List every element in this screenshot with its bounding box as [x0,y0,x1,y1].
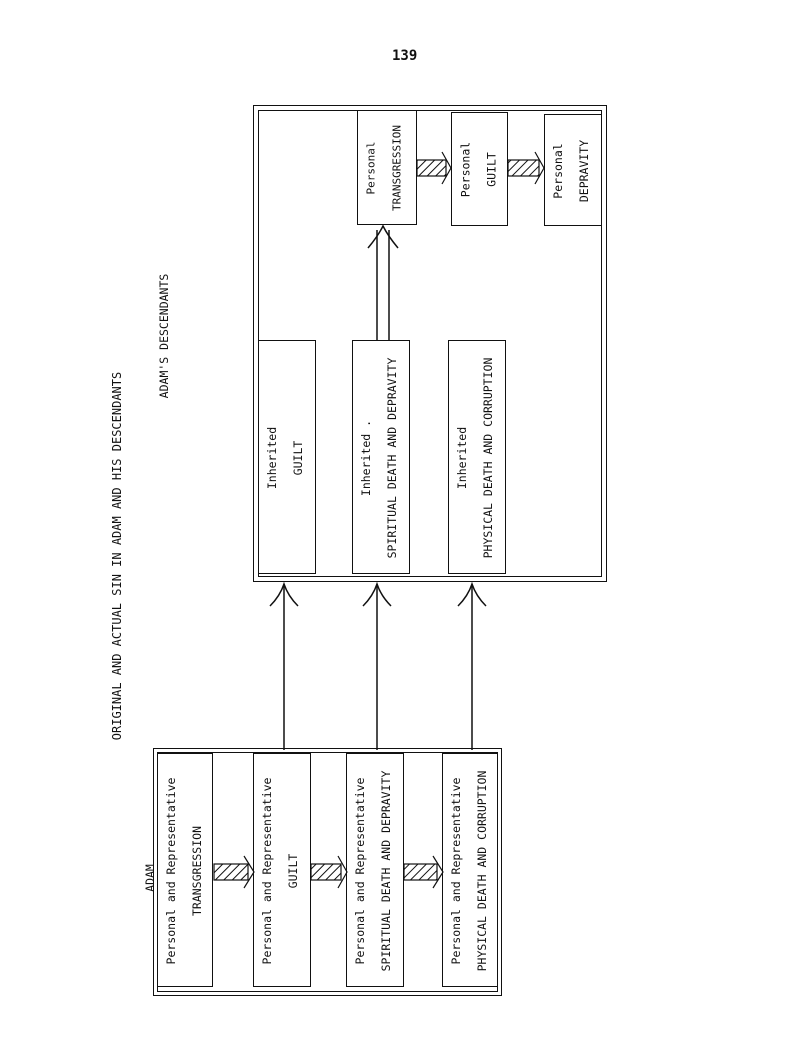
personal-depravity-box: Personal DEPRAVITY [544,114,602,226]
inheritance-arrow-spiritual [362,581,392,750]
hatched-arrow-personal-1 [416,151,452,185]
hatched-arrow-adam-2 [310,855,348,889]
hatched-arrow-adam-3 [403,855,444,889]
inherited-guilt-box: Inherited GUILT [258,340,316,574]
personal-guilt-box: Personal GUILT [451,112,508,226]
adam-frame [153,748,502,996]
page-number: 139 [392,48,418,64]
hatched-arrow-personal-2 [507,151,545,185]
inheritance-arrow-guilt [269,581,299,750]
adam-transgression-box: Personal and Representative TRANSGRESSIO… [157,753,213,987]
adam-physical-box: Personal and Representative PHYSICAL DEA… [442,753,498,987]
double-arrow-spiritual-to-transgression [367,224,399,340]
hatched-arrow-adam-1 [213,855,255,889]
inheritance-arrow-physical [457,581,487,750]
descendants-frame [253,105,607,582]
personal-transgression-box: Personal TRANSGRESSION [357,110,417,225]
inherited-physical-box: Inherited PHYSICAL DEATH AND CORRUPTION [448,340,506,574]
inherited-spiritual-box: Inherited . SPIRITUAL DEATH AND DEPRAVIT… [352,340,410,574]
